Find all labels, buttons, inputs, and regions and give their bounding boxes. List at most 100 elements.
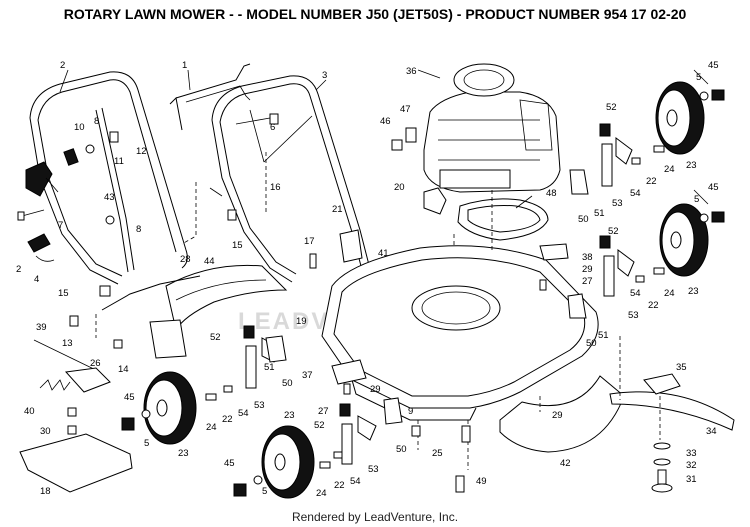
callout-24b: 24 [664, 288, 675, 299]
callout-31: 31 [686, 474, 697, 485]
callout-15: 15 [232, 240, 243, 251]
callout-20: 20 [394, 182, 405, 193]
callout-27b: 27 [318, 406, 329, 417]
axle-rod [33, 339, 101, 373]
blade-bolt-stack [651, 442, 673, 493]
callout-42: 42 [560, 458, 571, 469]
wheel-rear-right-lower [659, 203, 709, 277]
handle-fasteners [17, 113, 279, 297]
callout-8b: 8 [136, 224, 141, 235]
callout-5: 5 [696, 72, 701, 83]
callout-24: 24 [664, 164, 675, 175]
callout-22d: 22 [334, 480, 345, 491]
callout-46: 46 [380, 116, 391, 127]
callout-23c: 23 [178, 448, 189, 459]
callout-41: 41 [378, 248, 389, 259]
callout-45d: 45 [224, 458, 235, 469]
callout-7: 7 [58, 220, 63, 231]
callout-51c: 51 [264, 362, 275, 373]
callout-38: 38 [582, 252, 593, 263]
callout-labels: 2 1 3 36 45 5 10 8 11 12 6 47 46 52 23 2… [16, 60, 719, 499]
rear-bracket-21 [339, 229, 363, 263]
callout-8: 8 [94, 116, 99, 127]
blade-adapter [643, 373, 681, 395]
callout-54b: 54 [630, 288, 641, 299]
callout-32: 32 [686, 460, 697, 471]
callout-4: 4 [34, 274, 39, 285]
rear-trail-shield [19, 433, 133, 493]
callout-10: 10 [74, 122, 85, 133]
callout-45c: 45 [124, 392, 135, 403]
front-axle-bracket [149, 319, 187, 359]
callout-22c: 22 [222, 414, 233, 425]
washer-30a [67, 407, 77, 417]
callout-51b: 51 [598, 330, 609, 341]
callout-50d: 50 [396, 444, 407, 455]
callout-36: 36 [406, 66, 417, 77]
callout-53: 53 [612, 198, 623, 209]
callout-53c: 53 [254, 400, 265, 411]
callout-54d: 54 [350, 476, 361, 487]
upper-handle-right [211, 75, 379, 301]
washer-30b [67, 425, 77, 435]
callout-29c: 29 [552, 410, 563, 421]
callout-28: 28 [180, 254, 191, 265]
cutting-blade [609, 391, 735, 431]
upper-handle [29, 71, 188, 285]
callout-21: 21 [332, 204, 343, 215]
rod-28 [101, 275, 201, 311]
callout-17: 17 [304, 236, 315, 247]
callout-25: 25 [432, 448, 443, 459]
callout-2: 2 [60, 60, 65, 71]
render-credit: Rendered by LeadVenture, Inc. [291, 510, 459, 524]
callout-16: 16 [270, 182, 281, 193]
callout-22: 22 [646, 176, 657, 187]
rear-flap [165, 264, 288, 332]
callout-52d: 52 [314, 420, 325, 431]
callout-48: 48 [546, 188, 557, 199]
callout-24c: 24 [206, 422, 217, 433]
callout-47: 47 [400, 104, 411, 115]
bracket-37 [331, 359, 367, 385]
callout-15b: 15 [58, 288, 69, 299]
engine [391, 63, 561, 193]
callout-29: 29 [582, 264, 593, 275]
callout-51: 51 [594, 208, 605, 219]
callout-6: 6 [270, 122, 275, 133]
callout-26: 26 [90, 358, 101, 369]
spring-40 [39, 379, 71, 391]
height-adjuster-26 [64, 367, 111, 393]
wheel-front-right [261, 425, 315, 499]
callout-2-side: 2 [16, 264, 21, 275]
wheel-caps [121, 89, 725, 497]
diagram-title: ROTARY LAWN MOWER - - MODEL NUMBER J50 (… [63, 6, 687, 22]
leader-lines [45, 69, 709, 209]
callout-23d: 23 [284, 410, 295, 421]
callout-53d: 53 [368, 464, 379, 475]
wheel-rear-right-upper [655, 81, 705, 155]
callout-9: 9 [408, 406, 413, 417]
wheel-front-left [143, 371, 197, 445]
callout-52b: 52 [608, 226, 619, 237]
engine-baffle [457, 198, 549, 241]
height-adjust-brackets [243, 123, 635, 465]
callout-24d: 24 [316, 488, 327, 499]
callout-22b: 22 [648, 300, 659, 311]
callout-53b: 53 [628, 310, 639, 321]
callout-11: 11 [114, 156, 124, 167]
callout-19: 19 [296, 316, 307, 327]
callout-5d: 5 [262, 486, 267, 497]
callout-13: 13 [62, 338, 73, 349]
callout-50b: 50 [586, 338, 597, 349]
callout-45: 45 [708, 60, 719, 71]
callout-23: 23 [686, 160, 697, 171]
callout-49: 49 [476, 476, 487, 487]
bracket-20 [423, 187, 447, 215]
callout-5c: 5 [144, 438, 149, 449]
callout-54: 54 [630, 188, 641, 199]
callout-50: 50 [578, 214, 589, 225]
callout-50c: 50 [282, 378, 293, 389]
callout-44: 44 [204, 256, 215, 267]
callout-54c: 54 [238, 408, 249, 419]
